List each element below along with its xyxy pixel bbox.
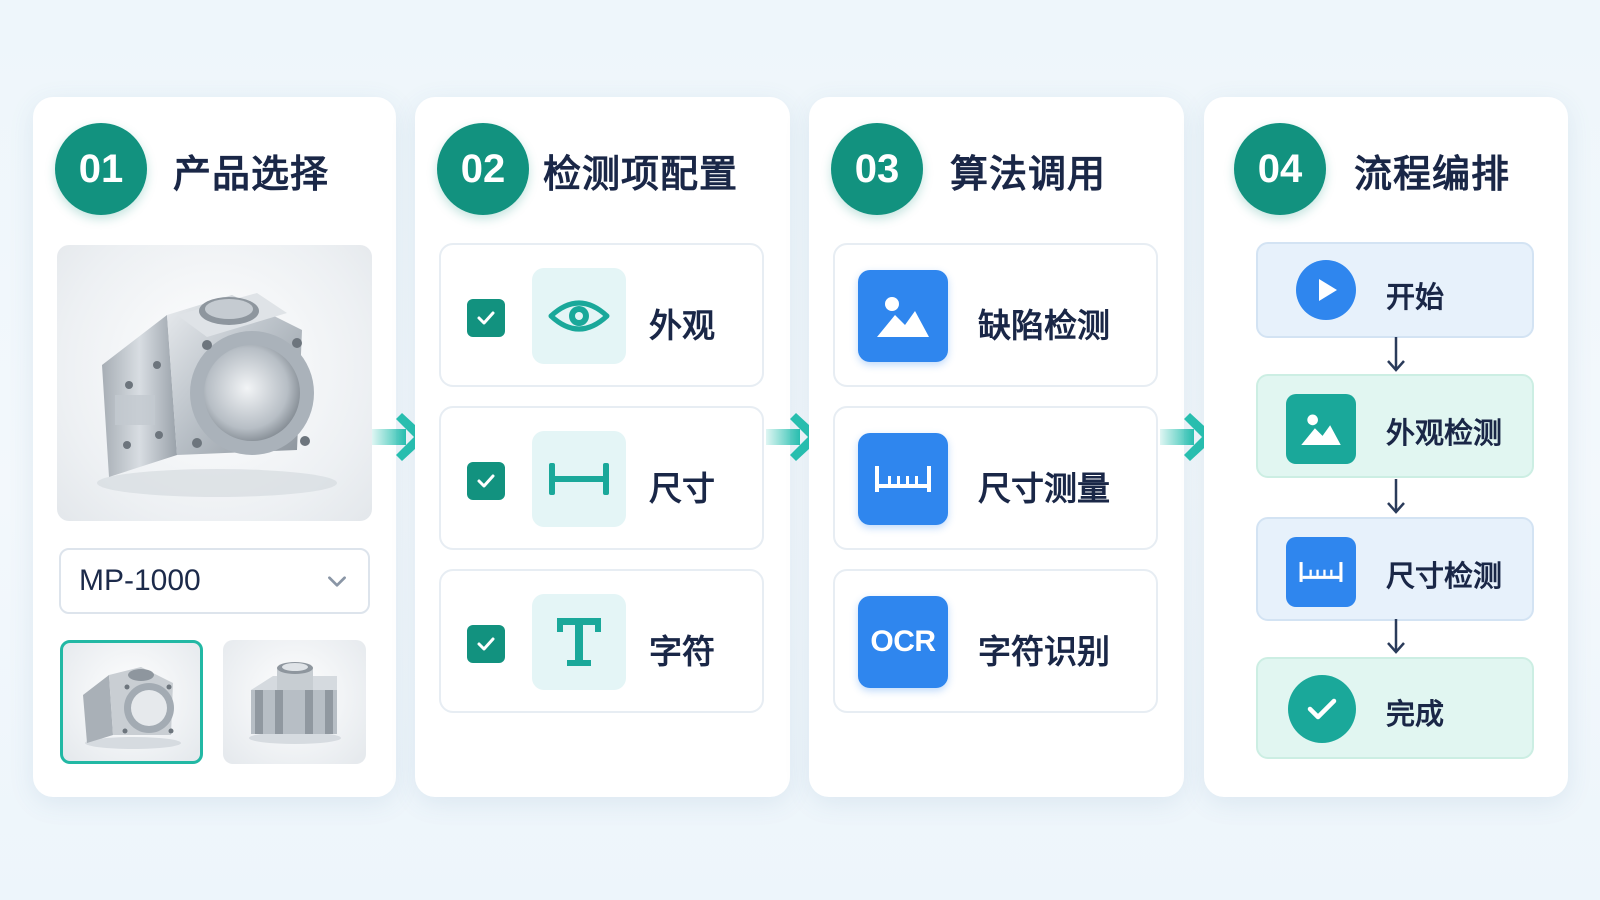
step-number-badge: 01 bbox=[55, 123, 147, 215]
ruler-icon bbox=[1286, 537, 1356, 607]
checkbox-checked[interactable] bbox=[467, 299, 505, 337]
panel-inspection-config: 02 检测项配置 外观 尺寸 bbox=[415, 97, 790, 797]
flow-step-complete[interactable]: 完成 bbox=[1256, 657, 1534, 759]
dimension-icon bbox=[532, 431, 626, 527]
ocr-icon-text: OCR bbox=[870, 625, 936, 658]
flow-step-dimension[interactable]: 尺寸检测 bbox=[1256, 517, 1534, 621]
inspection-item-dimension[interactable]: 尺寸 bbox=[439, 406, 764, 550]
checkbox-checked[interactable] bbox=[467, 625, 505, 663]
step-number-badge: 02 bbox=[437, 123, 529, 215]
panel-title: 算法调用 bbox=[950, 152, 1107, 196]
arrow-right-icon bbox=[1160, 413, 1216, 461]
inspection-item-appearance[interactable]: 外观 bbox=[439, 243, 764, 387]
image-icon bbox=[1286, 394, 1356, 464]
algorithm-ocr[interactable]: OCR 字符识别 bbox=[833, 569, 1158, 713]
product-thumbnail[interactable] bbox=[223, 640, 366, 764]
algorithm-label: 缺陷检测 bbox=[978, 306, 1110, 345]
step-number-badge: 04 bbox=[1234, 123, 1326, 215]
panel-title: 产品选择 bbox=[173, 152, 330, 196]
inspection-item-text[interactable]: 字符 bbox=[439, 569, 764, 713]
arrow-down-icon bbox=[1387, 619, 1405, 654]
arrow-down-icon bbox=[1387, 479, 1405, 514]
algorithm-label: 尺寸测量 bbox=[978, 469, 1110, 508]
flow-step-start[interactable]: 开始 bbox=[1256, 242, 1534, 338]
selected-model-value: MP-1000 bbox=[79, 564, 201, 597]
flow-step-appearance[interactable]: 外观检测 bbox=[1256, 374, 1534, 478]
algorithm-label: 字符识别 bbox=[978, 632, 1110, 671]
check-icon bbox=[477, 311, 495, 325]
panel-title: 流程编排 bbox=[1354, 152, 1511, 196]
check-icon bbox=[477, 474, 495, 488]
flow-step-label: 外观检测 bbox=[1386, 416, 1503, 450]
panel-product-selection: 01 产品选择 bbox=[33, 97, 396, 797]
arrow-down-icon bbox=[1387, 337, 1405, 372]
product-model-select[interactable]: MP-1000 bbox=[59, 548, 370, 614]
product-preview-image bbox=[57, 245, 372, 521]
arrow-right-icon bbox=[372, 413, 428, 461]
product-thumbnail-selected[interactable] bbox=[60, 640, 203, 764]
arrow-right-icon bbox=[766, 413, 822, 461]
panel-title: 检测项配置 bbox=[543, 152, 739, 196]
image-icon bbox=[858, 270, 948, 362]
ruler-icon bbox=[858, 433, 948, 525]
flow-step-label: 开始 bbox=[1386, 280, 1445, 314]
algorithm-defect-detection[interactable]: 缺陷检测 bbox=[833, 243, 1158, 387]
panel-flow-orchestration: 04 流程编排 开始 外观检测 bbox=[1204, 97, 1568, 797]
inspection-item-label: 外观 bbox=[649, 306, 715, 345]
inspection-item-label: 尺寸 bbox=[649, 469, 715, 508]
inspection-item-label: 字符 bbox=[649, 632, 715, 671]
algorithm-dimension-measure[interactable]: 尺寸测量 bbox=[833, 406, 1158, 550]
check-circle-icon bbox=[1288, 675, 1356, 743]
step-number-badge: 03 bbox=[831, 123, 923, 215]
checkbox-checked[interactable] bbox=[467, 462, 505, 500]
ocr-icon: OCR bbox=[858, 596, 948, 688]
flow-step-label: 尺寸检测 bbox=[1386, 559, 1503, 593]
flow-step-label: 完成 bbox=[1386, 697, 1445, 731]
text-icon bbox=[532, 594, 626, 690]
chevron-down-icon bbox=[328, 576, 346, 587]
panel-algorithm-call: 03 算法调用 缺陷检测 尺寸测量 OCR 字 bbox=[809, 97, 1184, 797]
play-icon bbox=[1296, 260, 1356, 320]
check-icon bbox=[477, 637, 495, 651]
eye-icon bbox=[532, 268, 626, 364]
